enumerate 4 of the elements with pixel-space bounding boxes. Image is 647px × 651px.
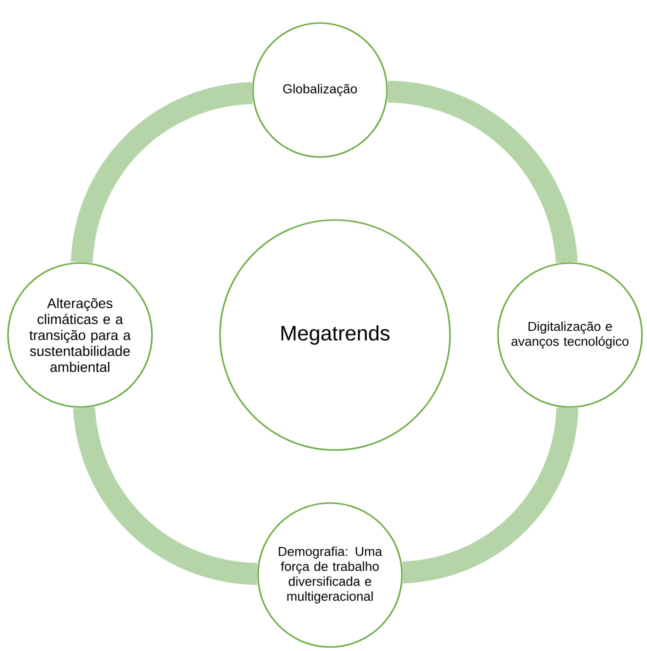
ring-segment: [402, 406, 578, 584]
ring-segment: [73, 406, 258, 585]
ring-segment: [70, 82, 254, 264]
ring-segment: [386, 80, 578, 264]
